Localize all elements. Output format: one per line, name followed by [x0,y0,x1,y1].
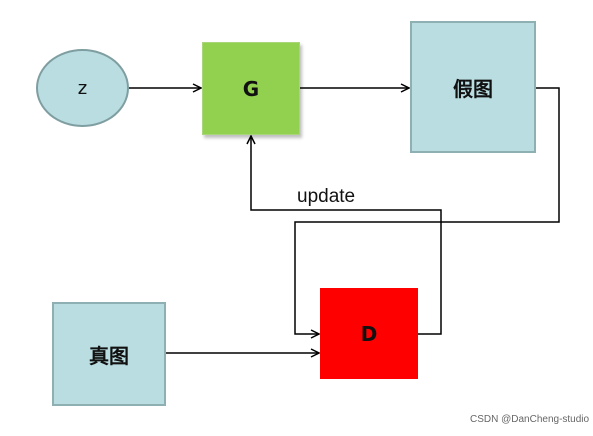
fake-image-node-label: 假图 [453,76,493,101]
discriminator-node-label: D [360,321,378,346]
fake-image-node: 假图 [410,21,536,153]
discriminator-node: D [320,288,418,379]
generator-node-label: G [242,76,260,101]
edge-fake-to-d [294,87,560,334]
real-image-node-label: 真图 [89,343,129,368]
edge-d-to-g-update [251,136,442,335]
update-edge-label: update [297,186,356,207]
noise-node-z: z [36,49,129,127]
noise-node-label: z [77,77,88,99]
real-image-node: 真图 [52,302,166,406]
generator-node: G [202,42,300,135]
watermark: CSDN @DanCheng-studio [470,414,590,425]
